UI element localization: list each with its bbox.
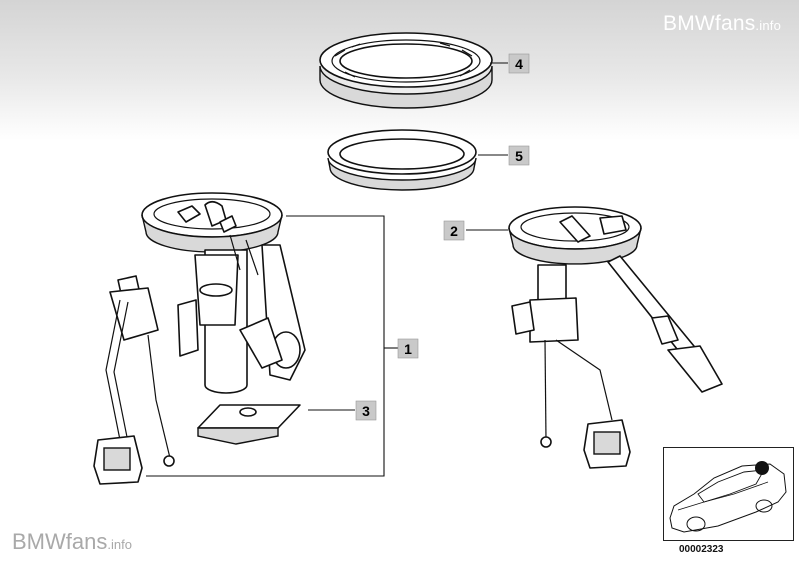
callout-1: 1	[397, 338, 419, 359]
callout-3: 3	[355, 400, 377, 421]
watermark-top: BMWfans.info	[663, 12, 781, 36]
callout-1-label: 1	[404, 341, 412, 357]
callout-4-label: 4	[515, 56, 523, 72]
callout-4: 4	[508, 53, 530, 74]
vehicle-locator-thumbnail	[663, 447, 794, 541]
left-float-sender	[93, 275, 175, 485]
watermark-top-suffix: .info	[755, 18, 781, 33]
part-5-o-ring	[327, 129, 477, 191]
callout-2: 2	[443, 220, 465, 241]
part-4-seal-ring	[319, 32, 493, 109]
left-assembly	[141, 192, 306, 394]
callout-2-label: 2	[450, 223, 458, 239]
right-assembly	[508, 206, 723, 469]
part-3-plate	[197, 404, 301, 445]
watermark-bottom: BMWfans.info	[12, 529, 132, 555]
watermark-bottom-suffix: .info	[107, 537, 132, 552]
watermark-bottom-brand: BMWfans	[12, 529, 108, 554]
leader-lines	[146, 62, 508, 477]
diagram-reference-number: 00002323	[679, 544, 724, 555]
fuel-pump-location-marker	[755, 461, 769, 475]
car-outline-icon	[669, 461, 787, 533]
callout-3-label: 3	[362, 403, 370, 419]
callout-5: 5	[508, 145, 530, 166]
callout-5-label: 5	[515, 148, 523, 164]
watermark-top-brand: BMWfans	[663, 12, 756, 35]
